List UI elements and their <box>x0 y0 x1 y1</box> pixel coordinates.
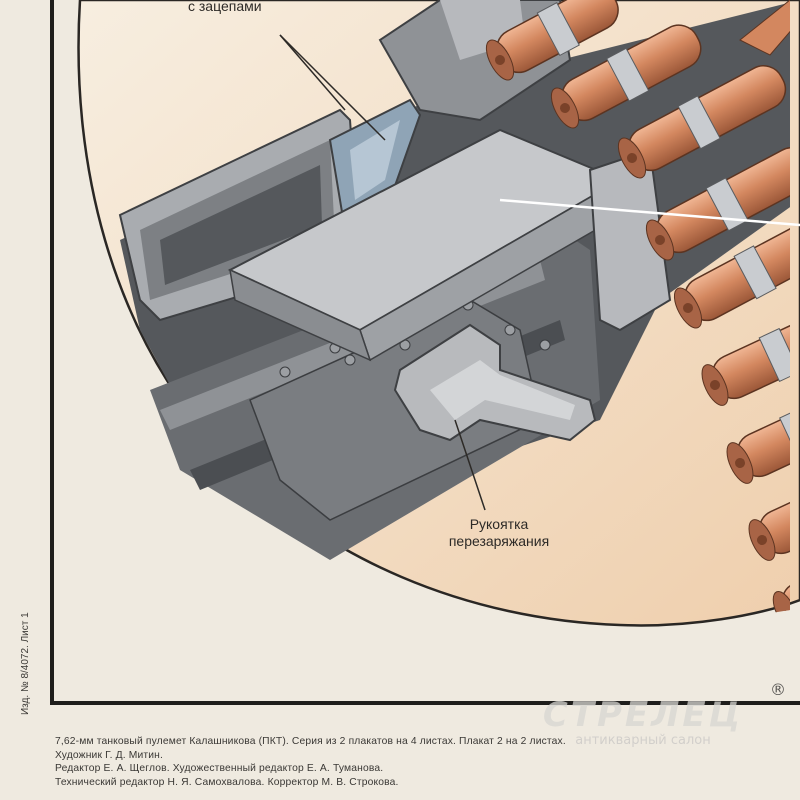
credits-block: 7,62-мм танковый пулемет Калашникова (ПК… <box>55 735 775 789</box>
publication-number: Изд. № 8/4072. Лист 1 <box>20 612 31 715</box>
label-charging-handle-line2: перезаряжания <box>448 533 550 549</box>
credits-line-4: Технический редактор Н. Я. Самохвалова. … <box>55 776 399 788</box>
bullet-tip <box>739 0 790 56</box>
credits-line-2: Художник Г. Д. Митин. <box>55 749 163 761</box>
label-charging-handle-line1: Рукоятка <box>469 516 529 532</box>
cartridge-belt <box>485 0 790 625</box>
registered-mark: ® <box>770 680 786 699</box>
leader-lines <box>499 198 800 227</box>
credits-line-3: Редактор Е. А. Щеглов. Художественный ре… <box>55 763 384 774</box>
credits-line-1: 7,62-мм танковый пулемет Калашникова (ПК… <box>55 736 566 747</box>
label-charging-handle: Рукоятка перезаряжания <box>414 516 584 550</box>
poster-frame <box>50 0 800 705</box>
label-with-hooks: с зацепами <box>188 0 262 14</box>
